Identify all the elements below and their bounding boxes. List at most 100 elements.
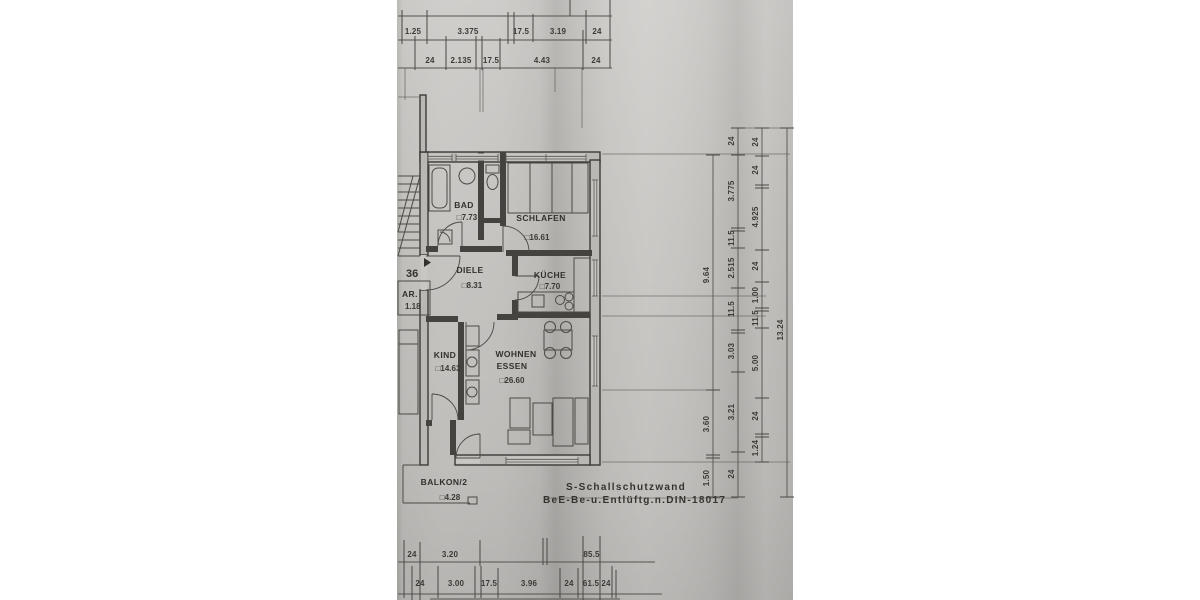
dim-rightA-1: 3.60 [702,415,711,432]
dim-bottom2-3: 3.96 [521,579,538,588]
sink-icon [555,295,565,305]
right-dimension-chains: 9.64 3.60 1.50 24 3.775 11.5 2.515 11.5 … [602,127,794,498]
wall-left-upper [419,151,429,256]
dim-bottom2-4: 24 [564,579,574,588]
kitchen-fixtures [517,257,591,313]
right-dimension-lines [712,128,788,497]
label-ar: AR. [402,289,418,299]
chair-1 [544,321,556,333]
wall-step [450,420,456,455]
kind-door [431,393,459,421]
wall-kueche-left-lower [512,300,518,314]
dim-top1-3: 3.19 [550,27,567,36]
area-ar: 1.18 [405,302,421,311]
shower-tray [437,229,453,245]
annotations: S-Schallschutzwand BeE-Be-u.Entlüftg.n.D… [543,482,738,506]
entrance-opening [420,255,428,290]
dim-right-total: 13.24 [776,319,785,340]
dim-bottom1-1: 3.20 [442,550,459,559]
window-bad [428,153,452,161]
wall-kind-right [458,322,464,420]
dim-rightB-4: 11.5 [727,301,736,317]
schlafen-door [502,225,530,253]
dim-rightC-3: 24 [751,261,760,271]
dim-rightB-7: 24 [727,469,736,479]
dim-top2-1: 2.135 [450,56,471,65]
area-kind: □14.63 [436,364,461,373]
dim-rightB-6: 3.21 [727,403,736,420]
wall-stub-above [419,94,427,153]
dim-rightC-6: 5.00 [751,354,760,371]
label-wohnen: WOHNEN [495,349,536,359]
wall-passage-stub [497,314,518,320]
top-dimension-lines [398,15,612,69]
shelf-2 [465,379,480,405]
entrance-arrow-icon [424,258,431,267]
right-colB-ticks [731,127,745,498]
schlafen-furniture [507,162,589,214]
dim-rightA-2: 1.50 [702,469,711,486]
chair-4 [560,347,572,359]
bottom-left-wall-lines [411,566,421,600]
right-colD-ticks [780,127,794,498]
burner-icon-2 [564,301,574,311]
dim-top1-1: 3.375 [457,27,478,36]
stair-diagonals [397,175,421,257]
dim-bottom2-2: 17.5 [481,579,498,588]
dim-top2-4: 24 [591,56,601,65]
wall-kueche-left-upper [512,256,518,276]
dim-rightC-0: 24 [751,137,760,147]
neighbor-fragments [397,280,431,415]
dim-rightB-0: 24 [727,136,736,146]
window-wohnen [591,336,599,386]
note-schallschutzwand: S-Schallschutzwand [566,482,686,493]
dim-rightC-5: 11.5 [751,310,760,326]
bathtub-inner [431,167,448,209]
label-kind: KIND [434,350,456,360]
room-labels: BAD □7.73 SCHLAFEN □16.61 DIELE □8.31 KÜ… [402,200,566,502]
dim-bottom2-6: 24 [601,579,611,588]
window-bottom [506,456,578,464]
dim-rightC-2: 4.925 [751,206,760,227]
armchair [509,397,531,429]
balcony [402,464,478,505]
wardrobe-dividers [529,163,573,213]
dim-bottom2-5: 61.5 [583,579,600,588]
bottom-dimension-lines [398,561,662,600]
window-top-mid [456,153,498,161]
ar-room [397,280,431,316]
balcony-door [455,433,481,459]
right-colA-ticks [706,154,720,498]
bottom-dimension-chains: 24 3.20 85.5 24 3.00 17.5 3.96 24 61.5 2… [398,536,662,600]
windows [427,153,599,464]
dim-rightC-1: 24 [751,165,760,175]
interior-walls [426,152,592,455]
dim-rightA-0: 9.64 [702,266,711,283]
label-kueche: KÜCHE [534,270,566,280]
dining-set [543,321,573,359]
dim-rightC-7: 24 [751,411,760,421]
wall-bad-bottom-left [426,246,438,252]
stove-icon [531,294,545,308]
wall-bad-shaft [478,152,484,240]
bottom-row1-ticks [403,536,601,600]
dim-top2-2: 17.5 [483,56,500,65]
chair-2 [560,321,572,333]
kueche-door [514,275,540,301]
dim-rightB-5: 3.03 [727,342,736,359]
label-schlafen: SCHLAFEN [516,213,565,223]
staircase [397,175,421,257]
dim-rightC-4: 1.00 [751,286,760,303]
coffee-table [532,402,553,436]
floor-plan: 36 BAD □7.73 SCHLAFEN □16.61 DIELE □8.31… [397,94,601,505]
side-table [507,429,531,445]
dim-top2-0: 24 [425,56,435,65]
area-bad: □7.73 [457,213,478,222]
entrance-marker: 36 [406,258,431,280]
burner-icon-1 [564,292,574,302]
dining-table [543,329,573,351]
area-diele: □8.31 [462,281,483,290]
area-wohnen: □26.60 [500,376,525,385]
top-extension-lines [404,68,583,128]
